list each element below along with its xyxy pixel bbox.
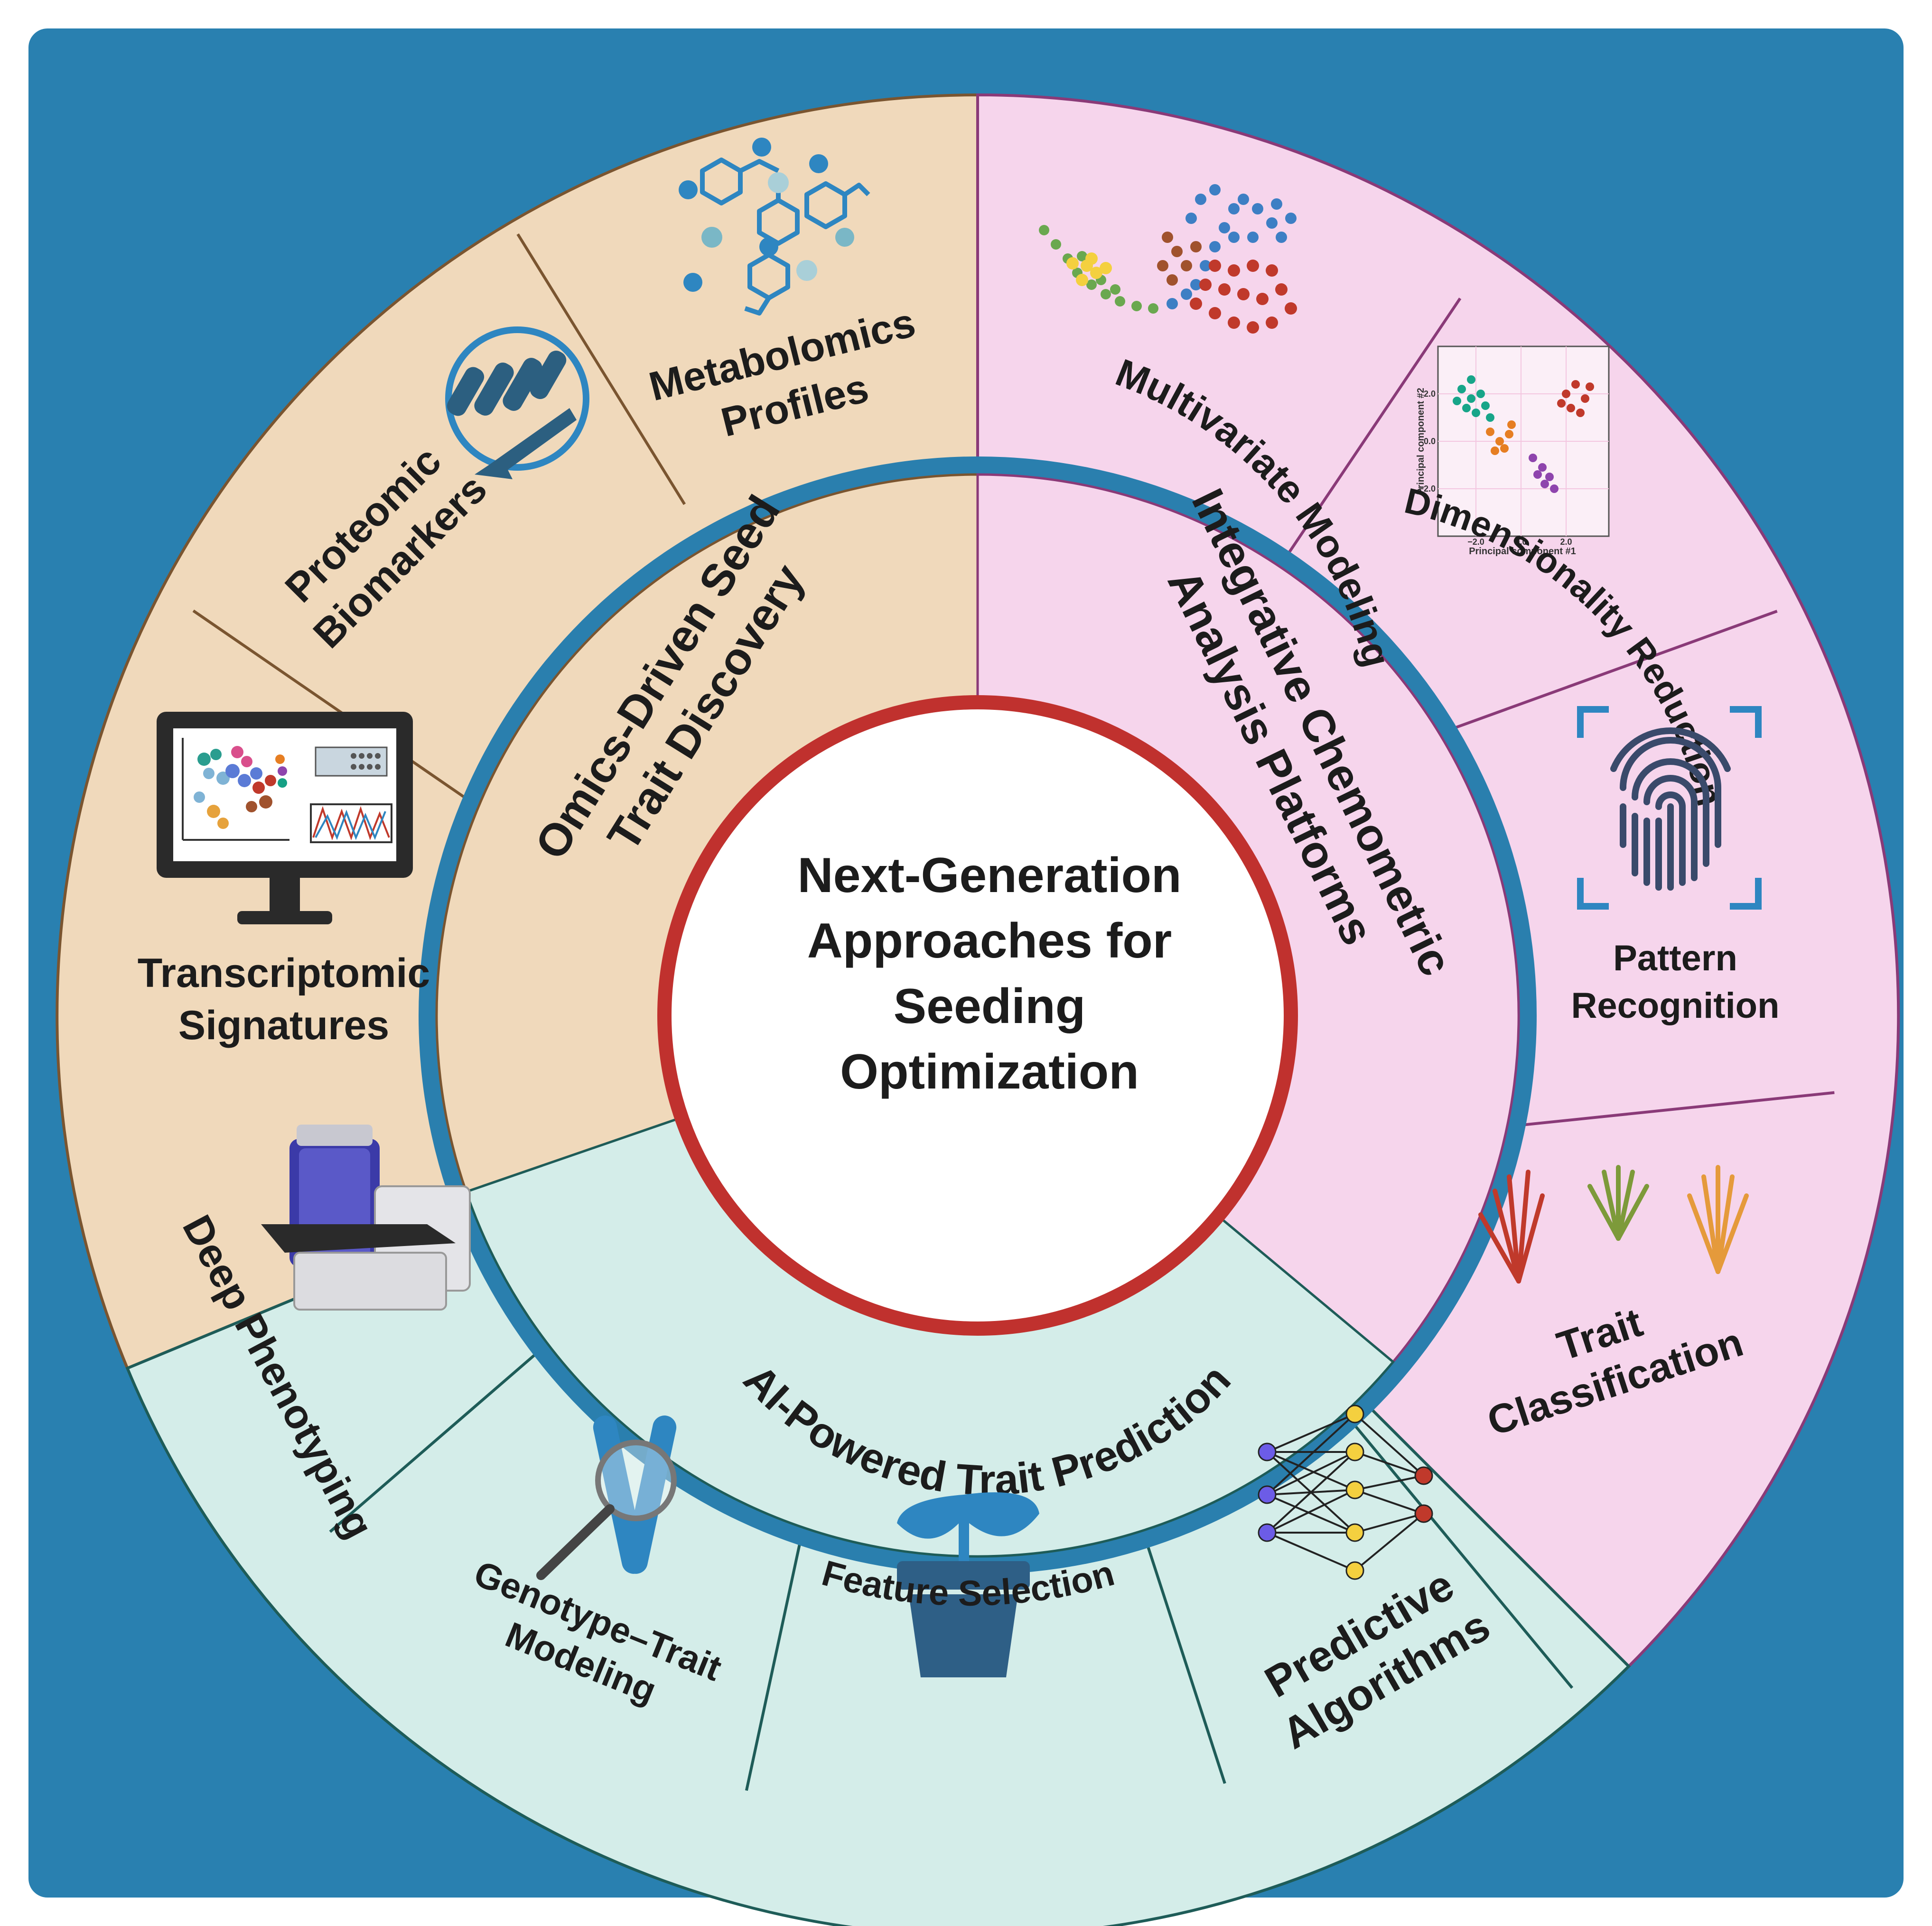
transcriptomic-line-2: Signatures <box>178 1003 389 1048</box>
pca-ytick-3: −2.0 <box>1419 484 1436 493</box>
protein-structure-icon <box>445 326 589 479</box>
neural-network-icon <box>1258 1405 1433 1580</box>
center-circle <box>657 695 1298 1336</box>
pca-xtick-1: −2.0 <box>1467 537 1484 547</box>
label-transcriptomic: Transcriptomic Signatures <box>138 950 430 1048</box>
center-title: Next-Generation Approaches for Seeding O… <box>797 848 1181 1099</box>
pattern-line-2: Recognition <box>1571 986 1779 1026</box>
outer-dividers <box>192 233 1835 1791</box>
pca-xtick-3: 2.0 <box>1560 537 1572 547</box>
transcriptomic-line-1: Transcriptomic <box>138 950 430 996</box>
pca-xlabel: Principal component #1 <box>1469 546 1576 557</box>
pca-ytick-1: 2.0 <box>1424 389 1436 399</box>
imaging-instrument-icon <box>261 1125 471 1311</box>
pca-xtick-2: 0.0 <box>1515 537 1527 547</box>
pca-scatter-plot: Principal component #1 Principal compone… <box>1416 345 1610 557</box>
wheat-plants-icon <box>1478 1165 1749 1284</box>
computer-monitor-icon <box>157 712 413 924</box>
label-pattern: Pattern Recognition <box>1571 938 1779 1026</box>
molecules-icon <box>679 138 870 316</box>
pattern-line-1: Pattern <box>1613 938 1737 978</box>
center-title-line-1: Next-Generation <box>797 848 1181 903</box>
scatter-cluster-icon <box>1039 184 1297 334</box>
fingerprint-icon <box>1577 706 1762 910</box>
seedling-pot-icon <box>897 1492 1039 1677</box>
pca-ylabel: Principal component #2 <box>1416 388 1426 495</box>
chromosome-magnifier-icon <box>536 1415 677 1580</box>
pca-ytick-2: 0.0 <box>1424 437 1436 446</box>
center-title-line-3: Seeding <box>894 979 1086 1034</box>
center-title-line-4: Optimization <box>840 1044 1139 1099</box>
center-title-line-2: Approaches for <box>807 913 1172 968</box>
